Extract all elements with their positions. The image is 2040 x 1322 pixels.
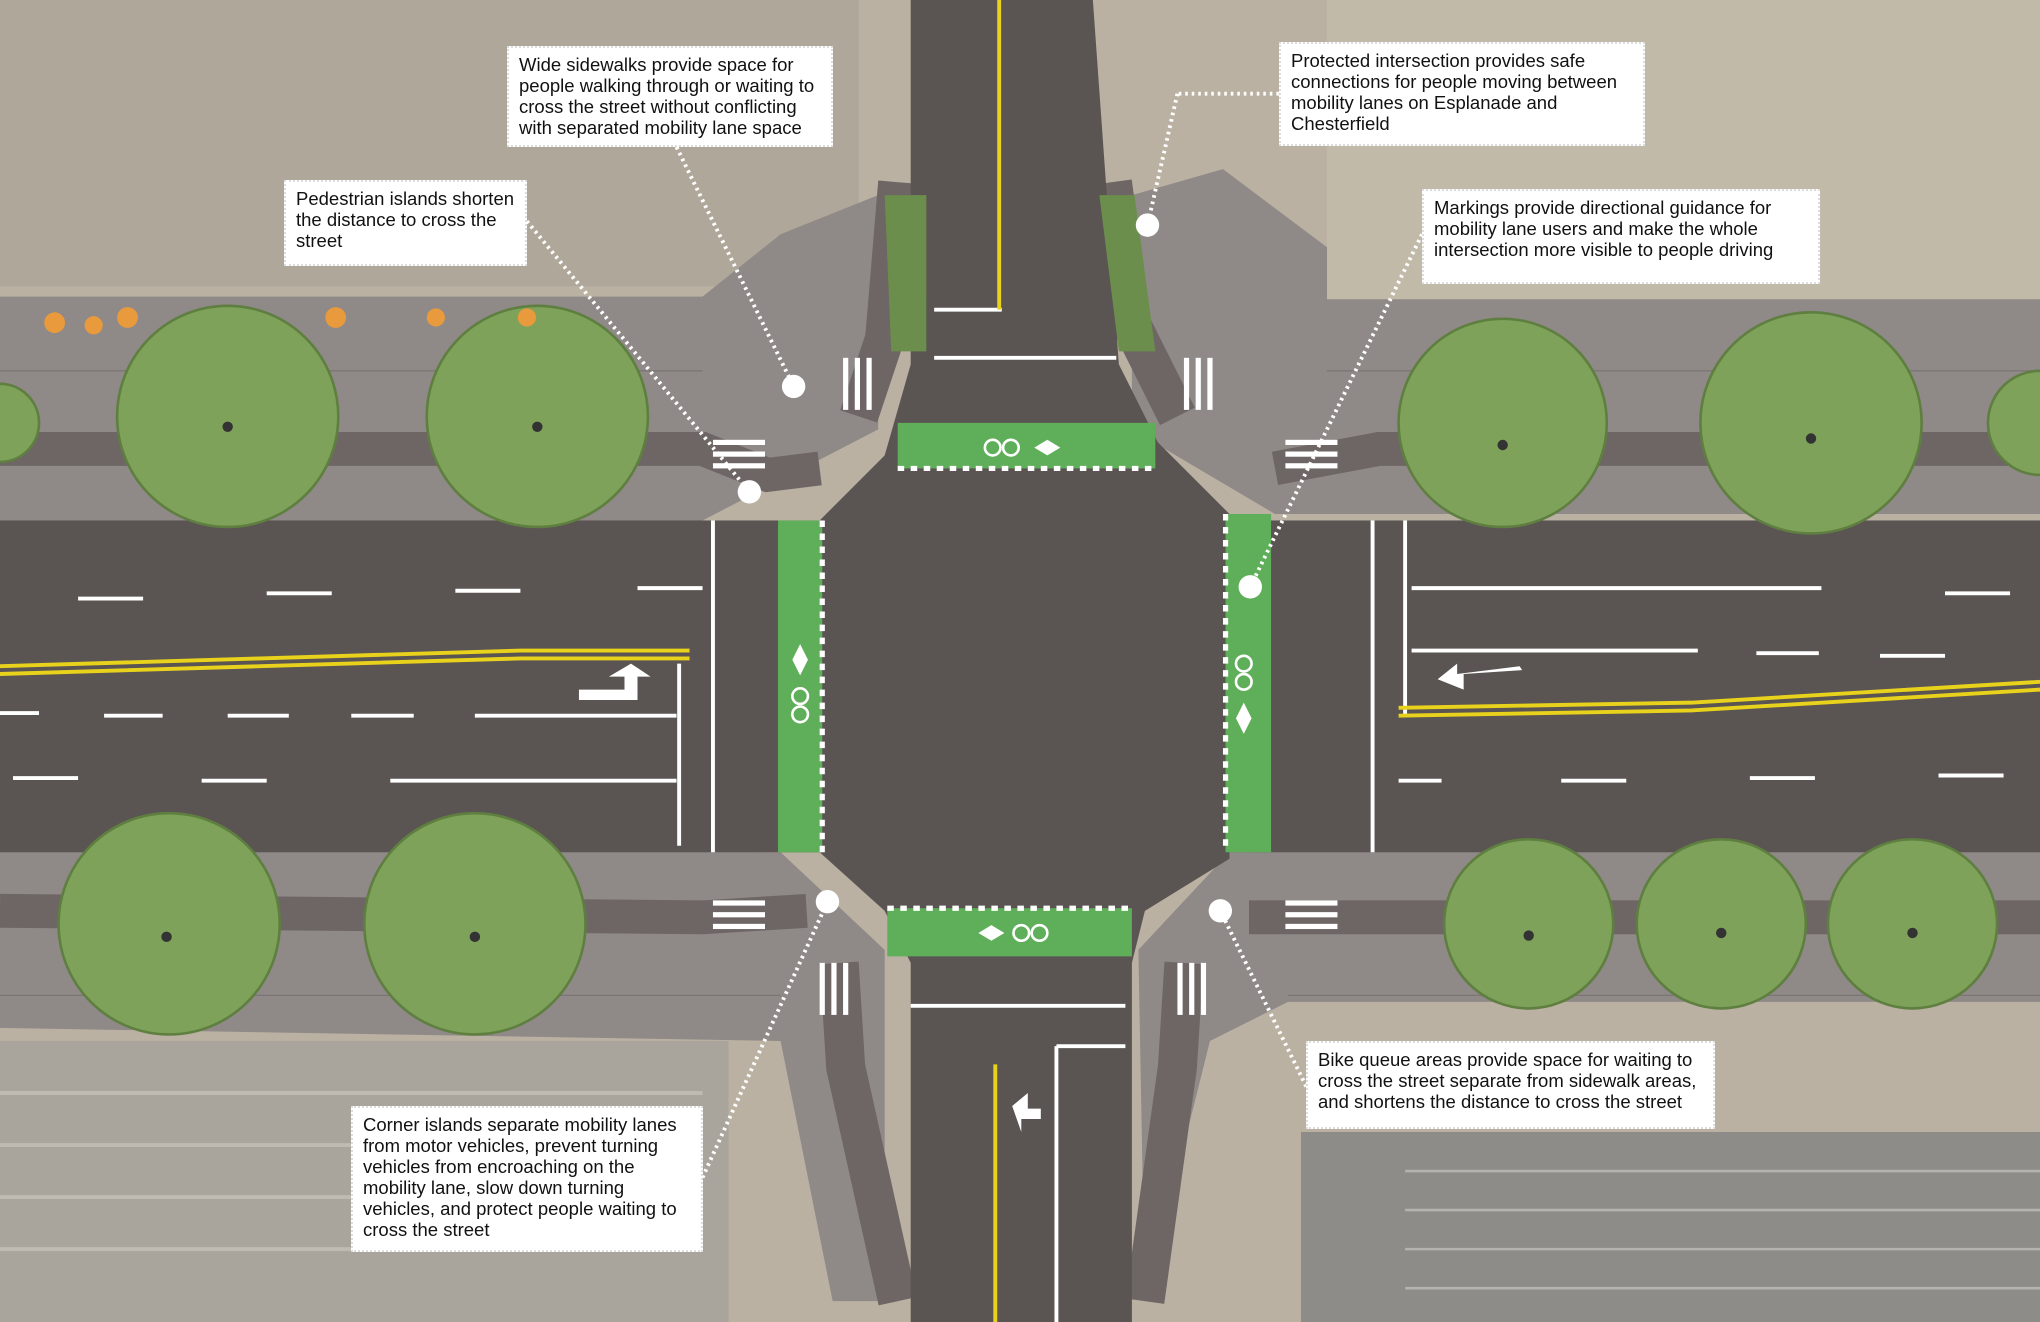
callout-wide-sidewalks: Wide sidewalks provide space for people … [507, 46, 833, 147]
aerial-rows-se [1405, 1169, 2040, 1290]
left-turn-arrow-west [578, 663, 651, 701]
bike-symbols [791, 438, 1253, 943]
sidewalk-se [1138, 845, 2040, 1302]
mobility-lane-east-north [1271, 431, 2040, 486]
left-turn-arrow-south [1012, 1092, 1041, 1178]
bike-crossing-east [1225, 513, 1272, 853]
aerial-solar-se [1301, 1132, 2040, 1322]
lane-markings [0, 307, 2011, 1322]
callout-dots [737, 213, 1262, 923]
crossing-dotted-edges [819, 465, 1229, 911]
mobility-lane-west-north [0, 431, 822, 493]
trees [0, 304, 2040, 1036]
tree-trunks [161, 421, 1918, 943]
mobility-lane-south-west [819, 961, 917, 1306]
callout-bike-queue: Bike queue areas provide space for waiti… [1306, 1041, 1715, 1129]
callout-markings: Markings provide directional guidance fo… [1422, 189, 1820, 284]
crosswalks [712, 357, 1338, 1015]
bike-crossing-north [897, 422, 1156, 469]
callout-protected-intersection: Protected intersection provides safe con… [1279, 42, 1645, 146]
callout-corner-islands: Corner islands separate mobility lanes f… [351, 1106, 703, 1252]
planter-north-east [1099, 195, 1156, 352]
callout-pedestrian-islands: Pedestrian islands shorten the distance … [284, 180, 527, 266]
bike-crossing-west [778, 520, 823, 853]
turn-arrows [578, 663, 1523, 1178]
left-turn-arrow-east [1437, 663, 1523, 690]
bike-crossing-south [887, 908, 1132, 957]
cafe-tables [44, 307, 537, 335]
planter-north-west [884, 195, 927, 352]
